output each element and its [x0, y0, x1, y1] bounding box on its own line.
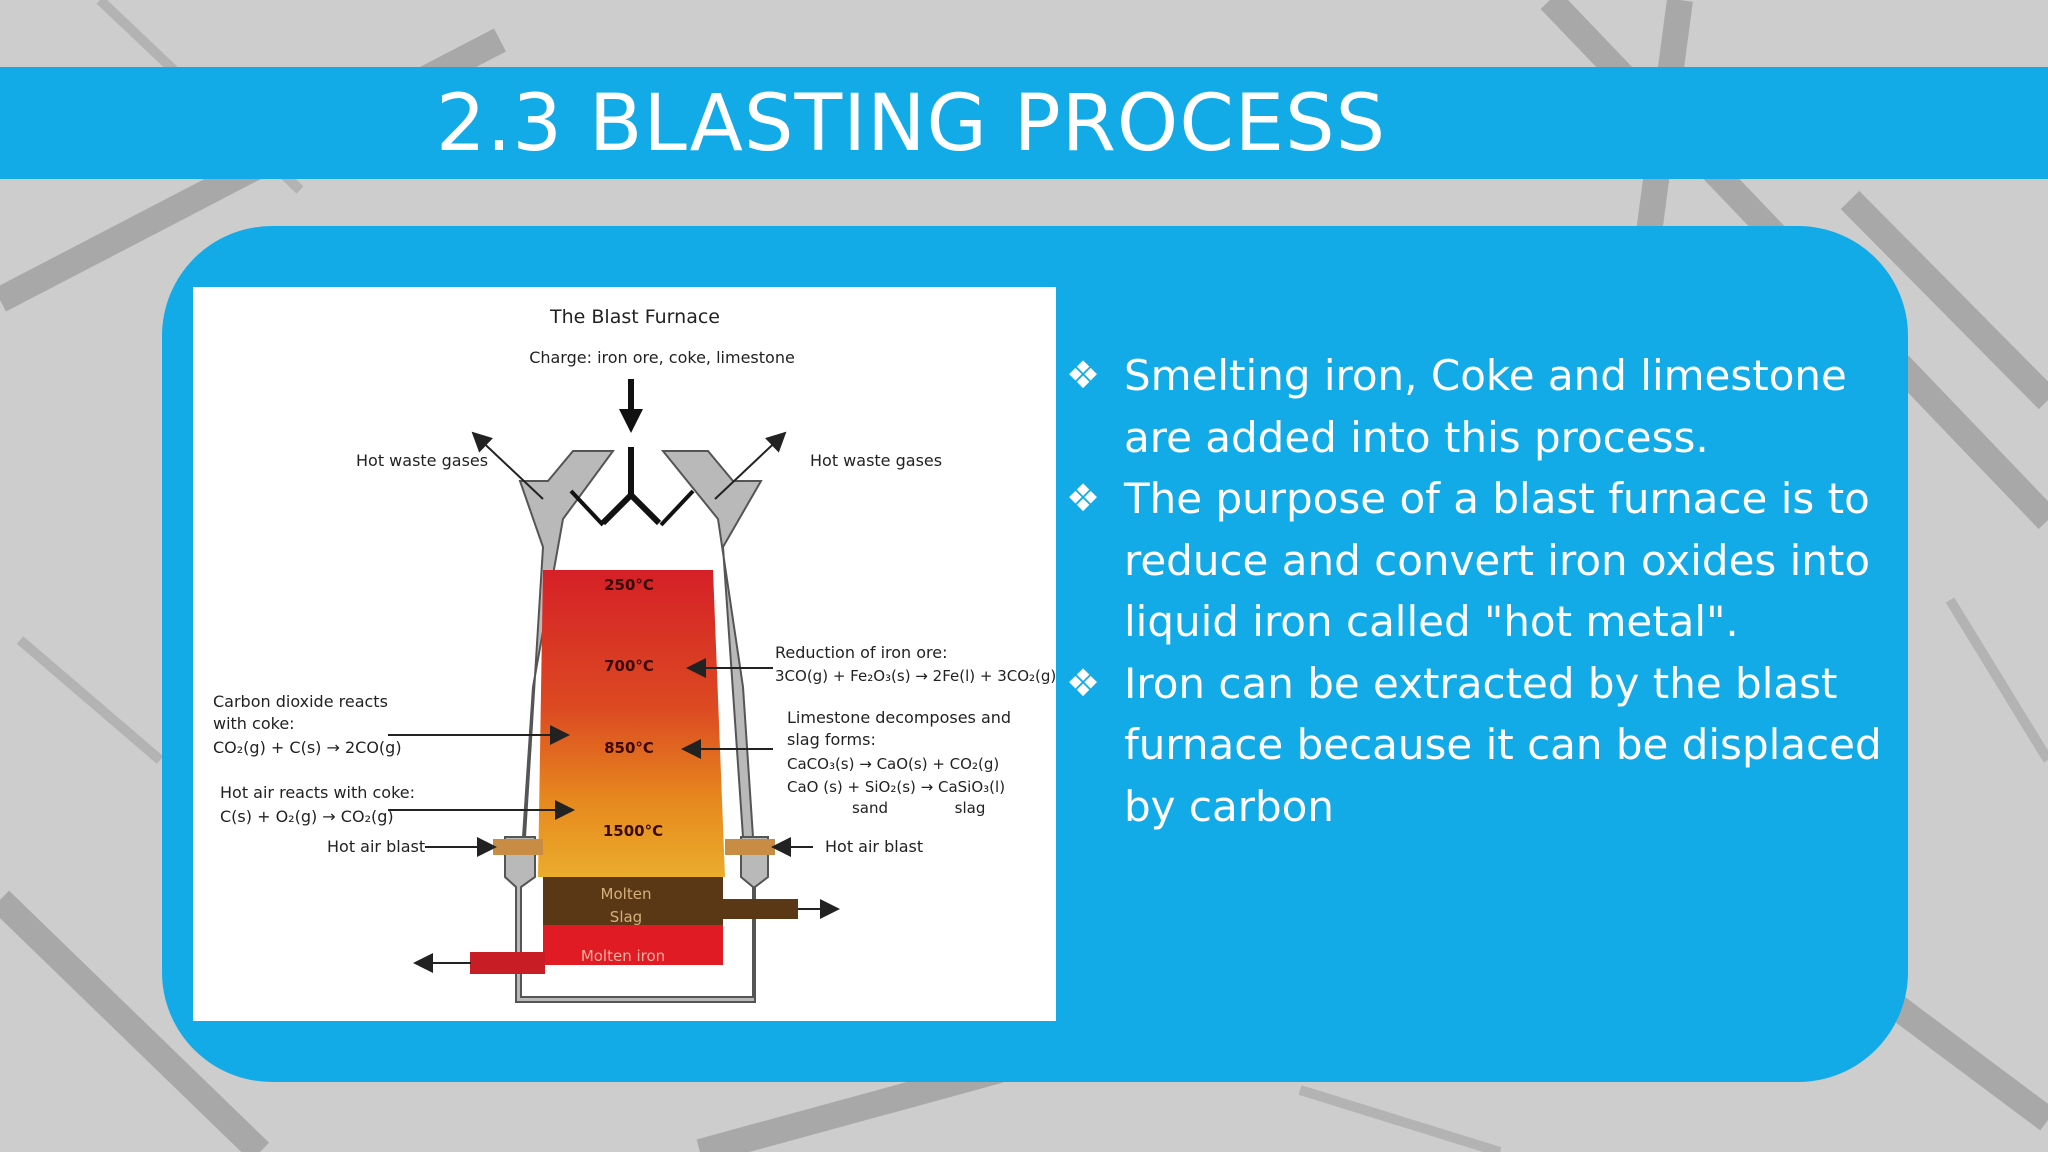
bullet-item: ❖ The purpose of a blast furnace is to r… [1066, 468, 1896, 653]
co2-reacts-equation: CO₂(g) + C(s) → 2CO(g) [213, 738, 402, 757]
limestone-line2: slag forms: [787, 730, 876, 749]
hot-air-pipe-left [493, 839, 543, 855]
molten-slag [543, 877, 723, 925]
hot-air-reacts-equation: C(s) + O₂(g) → CO₂(g) [220, 807, 394, 826]
chute-left-bar [569, 489, 605, 527]
charge-label: Charge: iron ore, coke, limestone [529, 348, 795, 367]
four-diamond-bullet-icon: ❖ [1066, 476, 1101, 520]
hot-air-blast-right: Hot air blast [825, 837, 923, 856]
iron-tap [470, 952, 545, 974]
hot-waste-gases-right: Hot waste gases [810, 451, 942, 470]
bullet-text: The purpose of a blast furnace is to red… [1124, 474, 1871, 646]
bullet-text: Iron can be extracted by the blast furna… [1124, 658, 1882, 831]
hot-waste-gases-left: Hot waste gases [356, 451, 488, 470]
charge-arrow [619, 379, 643, 433]
molten-iron-label: Molten iron [581, 947, 665, 965]
chute-right-bar [659, 489, 695, 527]
blast-furnace-diagram: The Blast Furnace Charge: iron ore, coke… [193, 287, 1056, 1021]
title-bar [0, 67, 2048, 179]
temp-1500: 1500°C [603, 822, 663, 840]
bullet-text: Smelting iron, Coke and limestone are ad… [1124, 351, 1847, 462]
slag-tap [723, 899, 798, 919]
slag-label: slag [955, 799, 986, 817]
temp-250: 250°C [604, 576, 654, 594]
charge-distributor [600, 447, 662, 526]
bullet-item: ❖ Smelting iron, Coke and limestone are … [1066, 345, 1896, 468]
waste-gas-arrow-left [471, 431, 544, 500]
limestone-line1: Limestone decomposes and [787, 708, 1011, 727]
limestone-equation-1: CaCO₃(s) → CaO(s) + CO₂(g) [787, 755, 999, 773]
bullet-item: ❖ Iron can be extracted by the blast fur… [1066, 653, 1896, 838]
molten-slag-label-1: Molten [601, 885, 652, 903]
hot-air-pipe-right [725, 839, 775, 855]
diagram-title: The Blast Furnace [549, 306, 720, 328]
four-diamond-bullet-icon: ❖ [1066, 353, 1101, 397]
reduction-line1: Reduction of iron ore: [775, 643, 948, 662]
temp-700: 700°C [604, 657, 654, 675]
hot-air-reacts-line1: Hot air reacts with coke: [220, 783, 415, 802]
molten-iron [543, 925, 723, 965]
slide-title: 2.3 BLASTING PROCESS [436, 79, 1387, 169]
limestone-equation-2: CaO (s) + SiO₂(s) → CaSiO₃(l) [787, 778, 1005, 796]
furnace-hot-zone [538, 570, 725, 877]
sand-label: sand [852, 799, 888, 817]
blast-furnace-svg: The Blast Furnace Charge: iron ore, coke… [213, 306, 1056, 1003]
co2-reacts-line2: with coke: [213, 714, 295, 733]
co2-reacts-line1: Carbon dioxide reacts [213, 692, 388, 711]
temp-850: 850°C [604, 739, 654, 757]
four-diamond-bullet-icon: ❖ [1066, 660, 1101, 705]
waste-gas-arrow-right [714, 431, 787, 500]
reduction-equation: 3CO(g) + Fe₂O₃(s) → 2Fe(l) + 3CO₂(g) [775, 667, 1056, 685]
hot-air-blast-left: Hot air blast [327, 837, 425, 856]
molten-slag-label-2: Slag [610, 908, 642, 926]
bullet-list: ❖ Smelting iron, Coke and limestone are … [1066, 345, 1896, 837]
